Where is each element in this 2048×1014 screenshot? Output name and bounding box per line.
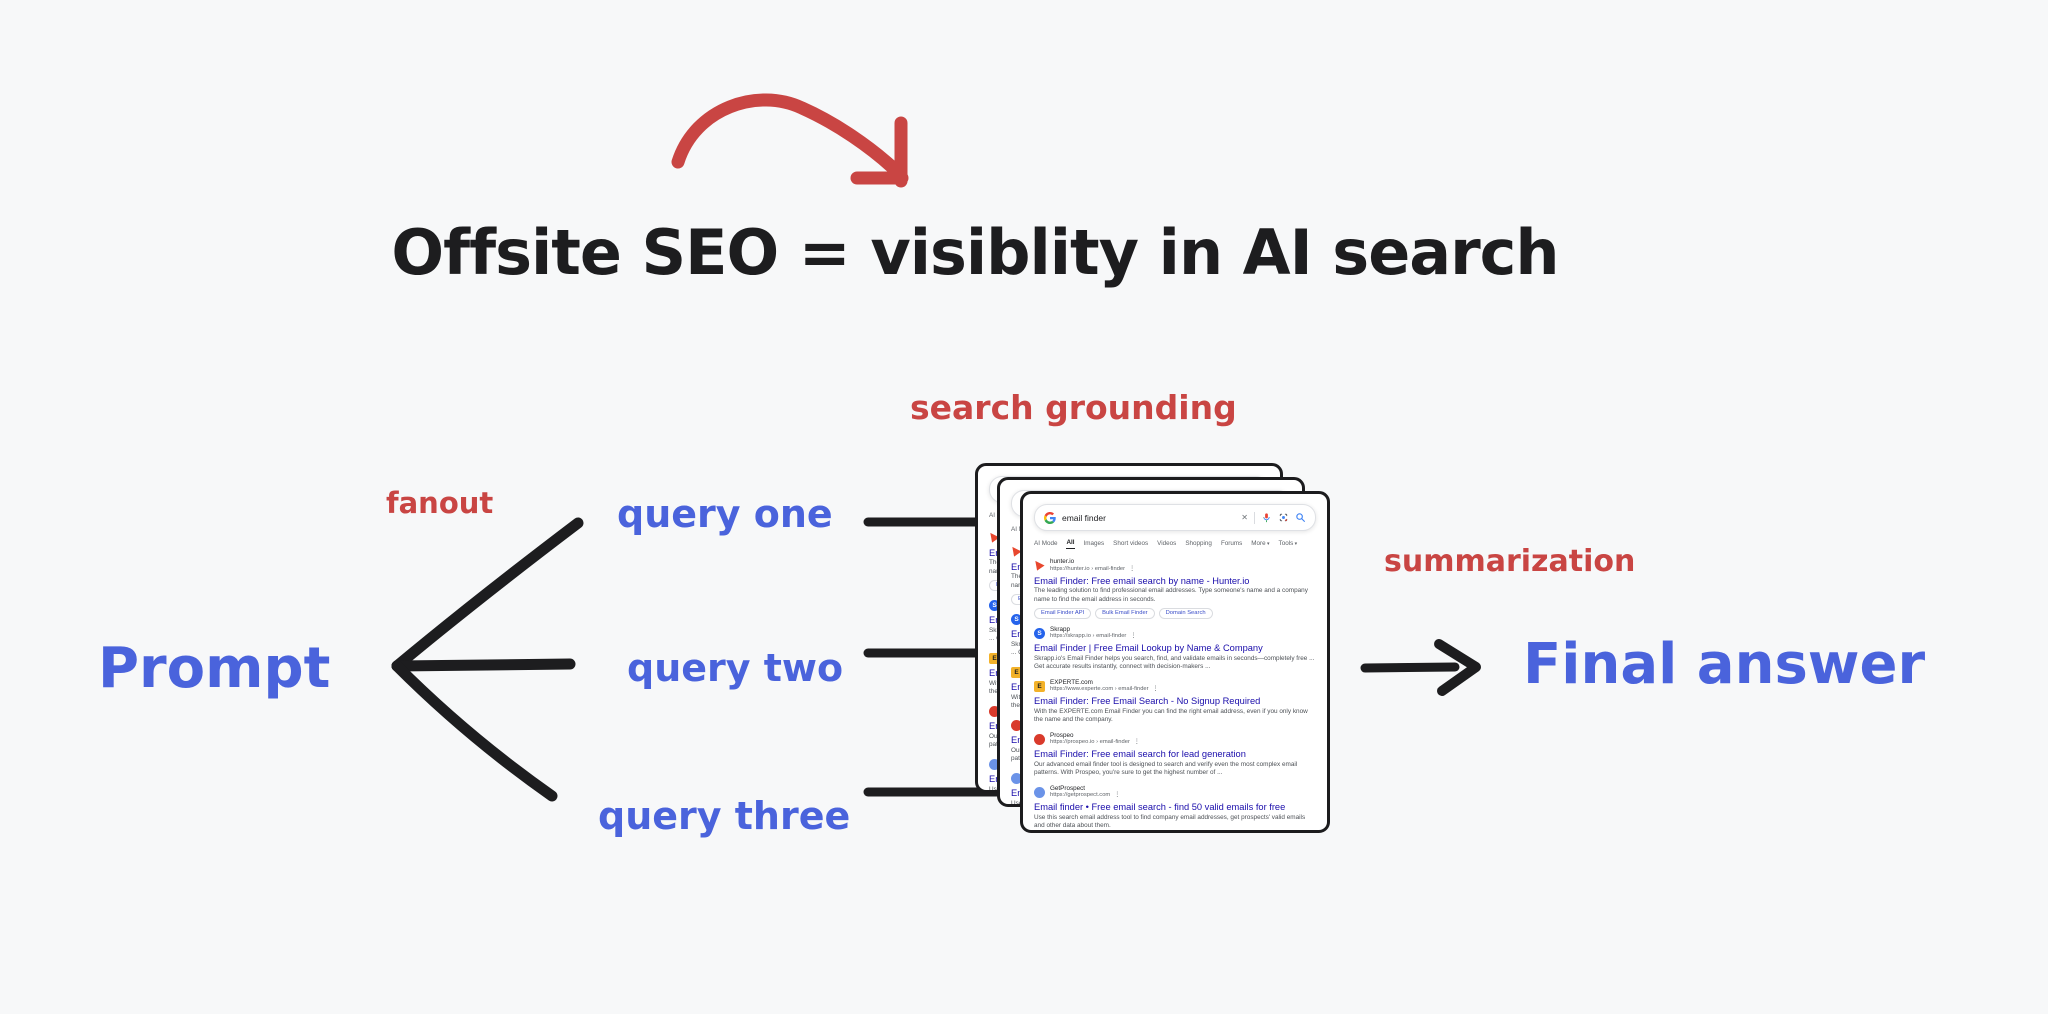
result-snippet: Our advanced email finder tool is design…: [1034, 760, 1298, 777]
tab-shopping[interactable]: Shopping: [1185, 540, 1212, 547]
lens-icon[interactable]: [1278, 512, 1289, 523]
kebab-menu-icon[interactable]: ⋮: [1152, 686, 1159, 693]
chevron-down-icon: ▾: [1265, 541, 1270, 547]
result-url: https://www.experte.com › email-finder⋮: [1050, 686, 1159, 693]
getprospect-favicon-icon: [989, 758, 1000, 770]
prospeo-favicon-icon: [1011, 719, 1022, 731]
chip-domain-search[interactable]: Domain Search: [1158, 607, 1213, 619]
search-results-card-front: email finder ✕: [1020, 491, 1330, 833]
search-bar-divider: [1254, 511, 1255, 524]
prospeo-favicon-icon: [1034, 733, 1045, 745]
google-logo-icon: [1044, 511, 1056, 524]
skrapp-favicon-icon: S: [1011, 613, 1022, 625]
result-site-name: GetProspect: [1050, 784, 1085, 792]
tab-ai-mode[interactable]: AI Mode: [1034, 540, 1058, 547]
hunter-favicon-icon: [990, 532, 1000, 543]
fanout-fork-icon: [391, 517, 584, 802]
node-query-three: query three: [598, 794, 851, 838]
page-title: Offsite SEO = visiblity in AI search: [391, 216, 1559, 289]
tab-short-videos[interactable]: Short videos: [1113, 540, 1149, 547]
tab-images[interactable]: Images: [1083, 540, 1105, 547]
kebab-menu-icon[interactable]: ⋮: [1114, 792, 1121, 799]
result-snippet: Use this search email address tool to fi…: [1034, 813, 1306, 830]
hunter-favicon-icon: [1012, 546, 1022, 557]
hunter-favicon-icon: [1035, 560, 1045, 571]
result-title-link[interactable]: Email Finder: Free email search by name …: [1034, 575, 1250, 586]
node-query-one: query one: [617, 492, 833, 536]
node-query-two: query two: [627, 646, 844, 690]
result-title-link[interactable]: Email Finder: Free Email Search - No Sig…: [1034, 696, 1261, 707]
label-fanout: fanout: [386, 486, 494, 520]
kebab-menu-icon[interactable]: ⋮: [1129, 565, 1135, 572]
result-title-link[interactable]: Email finder • Free email search - find …: [1034, 802, 1286, 813]
kebab-menu-icon[interactable]: ⋮: [1133, 739, 1140, 746]
result-snippet: With the EXPERTE.com Email Finder you ca…: [1034, 707, 1308, 724]
mic-icon[interactable]: [1261, 512, 1272, 523]
clear-icon[interactable]: ✕: [1241, 512, 1248, 522]
search-query-text: email finder: [1062, 512, 1106, 523]
getprospect-favicon-icon: [1011, 772, 1022, 784]
result-url: https://prospeo.io › email-finder⋮: [1050, 739, 1140, 746]
result-site-name: hunter.io: [1050, 558, 1075, 565]
result-url: https://getprospect.com⋮: [1050, 792, 1121, 799]
tab-videos[interactable]: Videos: [1157, 540, 1177, 547]
search-tabs: AI Mode All Images Short videos Videos Shoppi…: [1034, 539, 1316, 549]
tab-forums[interactable]: Forums: [1220, 540, 1243, 547]
getprospect-favicon-icon: [1034, 786, 1045, 798]
experte-favicon-icon: E: [1011, 666, 1022, 678]
experte-favicon-icon: E: [1034, 680, 1045, 692]
chevron-down-icon: ▾: [1293, 541, 1298, 547]
skrapp-favicon-icon: S: [1034, 627, 1045, 639]
label-summarization: summarization: [1384, 544, 1636, 579]
result-snippet: Skrapp.io's Email Finder helps you searc…: [1034, 654, 1315, 671]
search-icon[interactable]: [1295, 512, 1306, 523]
result-title-link[interactable]: Email Finder | Free Email Lookup by Name…: [1034, 643, 1263, 654]
summarization-arrow-icon: [1360, 639, 1481, 696]
result-title-link[interactable]: Email Finder: Free email search for lead…: [1034, 749, 1246, 760]
result-snippet: The leading solution to find professiona…: [1034, 587, 1308, 603]
search-bar[interactable]: email finder ✕: [1034, 504, 1316, 531]
result-site-name: Prospeo: [1050, 731, 1074, 739]
chip-bulk-email-finder[interactable]: Bulk Email Finder: [1095, 607, 1155, 619]
label-search-grounding: search grounding: [910, 388, 1237, 427]
curved-arrow-icon: [671, 93, 909, 188]
tab-all[interactable]: All: [1066, 539, 1075, 549]
chip-email-finder-api[interactable]: Email Finder API: [1034, 607, 1092, 619]
tab-tools[interactable]: Tools ▾: [1278, 540, 1298, 547]
result-site-name: Skrapp: [1050, 625, 1070, 633]
result-site-name: EXPERTE.com: [1050, 678, 1093, 686]
result-url: https://hunter.io › email-finder⋮: [1050, 565, 1135, 572]
tab-more[interactable]: More ▾: [1251, 540, 1270, 547]
skrapp-favicon-icon: S: [989, 599, 1000, 611]
node-prompt: Prompt: [98, 636, 331, 701]
experte-favicon-icon: E: [989, 652, 1000, 664]
result-url: https://skrapp.io › email-finder⋮: [1050, 633, 1137, 640]
node-final-answer: Final answer: [1523, 632, 1926, 697]
prospeo-favicon-icon: [989, 705, 1000, 717]
kebab-menu-icon[interactable]: ⋮: [1130, 633, 1137, 640]
